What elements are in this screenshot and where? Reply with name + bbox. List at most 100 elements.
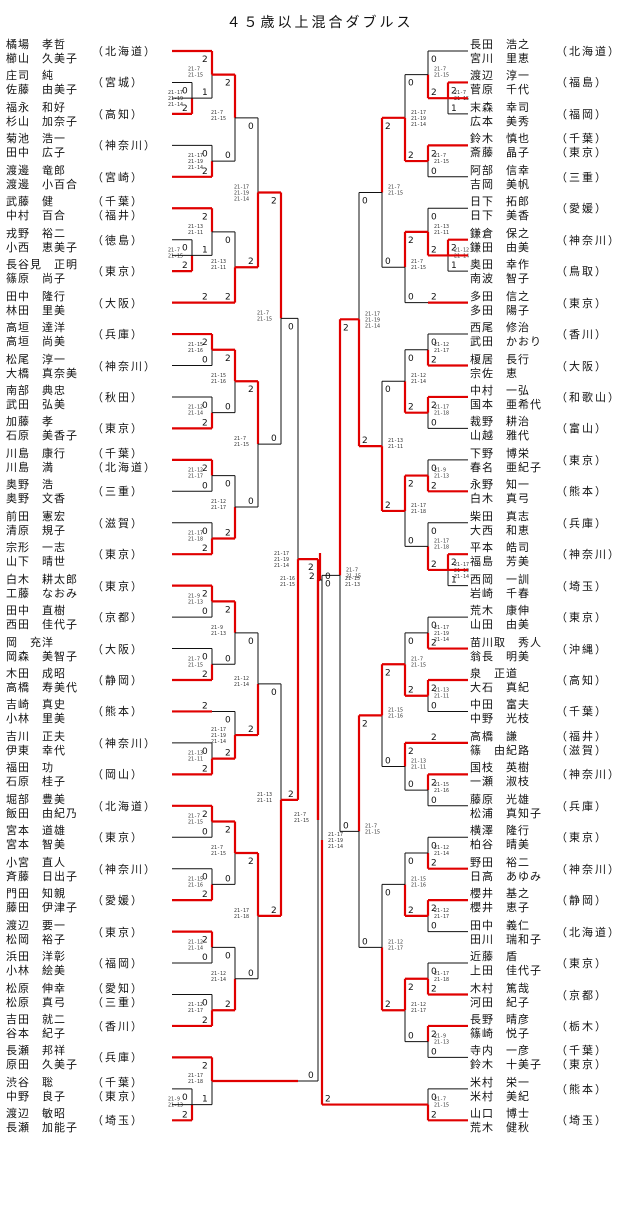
player-name: 櫛山 久美子 [6, 52, 78, 65]
left-entry: 渋谷 聡中野 良子（千葉）（東京） [6, 1074, 170, 1106]
game-count: 0 [431, 527, 437, 537]
left-entry: 高垣 達洋高垣 尚美（兵庫） [6, 319, 170, 351]
right-entry: 田中 義仁田川 瑞和子（北海道） [470, 917, 636, 949]
player-name: 前田 憲宏 [6, 509, 66, 523]
game-count: 2 [202, 1016, 208, 1026]
left-entry: 川島 康行川島 満（千葉）（北海道） [6, 445, 170, 477]
game-score: 21-17 [274, 551, 289, 557]
player-name: 篠崎 悦子 [470, 1026, 530, 1040]
player-name: 戎野 裕二 [6, 226, 66, 240]
game-score: 21-14 [365, 323, 380, 329]
prefecture-label: （東京） [92, 831, 144, 845]
prefecture-label: （富山） [556, 422, 608, 436]
game-count: 1 [451, 261, 457, 271]
prefecture-label: （岡山） [92, 768, 144, 782]
player-name: 高垣 尚美 [6, 335, 66, 349]
player-name: 大石 真紀 [470, 681, 530, 694]
player-name: 高橋 寿美代 [6, 681, 78, 694]
game-score: 21-13 [411, 758, 426, 764]
prefecture-label: （東京） [92, 548, 144, 562]
player-name: 吉川 正夫 [6, 729, 66, 743]
left-entry: 長瀬 邦祥原田 久美子（兵庫） [6, 1042, 170, 1074]
game-count: 2 [385, 1000, 391, 1010]
game-score: 21-17 [434, 348, 449, 354]
game-count: 2 [225, 354, 231, 364]
player-name: 南部 典忠 [6, 383, 66, 397]
game-count: 0 [225, 480, 231, 490]
game-score: 21-15 [345, 576, 360, 582]
game-count: 2 [431, 639, 437, 649]
player-name: 渋谷 聡 [6, 1075, 54, 1089]
player-name: 榎居 長行 [470, 352, 530, 366]
left-entry: 戎野 裕二小西 恵美子（徳島） [6, 225, 170, 257]
player-name: 庄司 純 [6, 69, 54, 83]
game-score: 21-7 [168, 247, 180, 253]
game-count: 2 [248, 385, 254, 395]
right-entry: 米村 栄一米村 美紀（熊本） [470, 1074, 636, 1106]
game-score: 21-19 [234, 191, 249, 197]
game-score: 21-15 [188, 820, 203, 826]
game-score: 21-15 [211, 851, 226, 857]
game-score: 21-19 [168, 96, 183, 102]
game-count: 2 [225, 826, 231, 836]
game-score: 21-7 [188, 67, 200, 73]
player-name: 藤田 伊津子 [6, 901, 78, 915]
game-count: 2 [271, 906, 277, 916]
game-score: 21-14 [211, 739, 226, 745]
player-name: 門田 知親 [6, 887, 66, 901]
player-name: 下野 博栄 [470, 446, 530, 460]
game-count: 2 [202, 936, 208, 946]
prefecture-label: （北海道） [556, 45, 621, 58]
player-name: 福島 芳美 [470, 555, 530, 569]
game-count: 0 [431, 418, 437, 428]
game-score: 21-7 [388, 185, 400, 191]
player-name: 渡邊 小百合 [6, 177, 78, 191]
game-count: 2 [408, 236, 414, 246]
game-count: 2 [385, 501, 391, 511]
game-count: 0 [431, 621, 437, 631]
player-name: 奥田 幸作 [470, 258, 530, 272]
game-score: 21-7 [411, 656, 423, 662]
prefecture-label: （大阪） [92, 296, 144, 310]
player-name: 国本 亜希代 [470, 397, 542, 411]
left-entry: 長谷見 正明篠原 尚子（東京） [6, 256, 170, 288]
game-score: 21-9 [188, 593, 200, 599]
game-count: 0 [431, 167, 437, 177]
game-score: 21-12 [434, 908, 449, 914]
player-name: 寺内 一彦 [470, 1044, 530, 1058]
game-score: 21-14 [211, 977, 226, 983]
player-name: 木田 成昭 [6, 667, 66, 680]
game-score: 21-13 [168, 1103, 183, 1109]
game-score: 21-17 [411, 110, 426, 116]
game-score: 21-17 [411, 1008, 426, 1014]
player-name: 裁野 耕治 [470, 415, 530, 429]
game-count: 0 [408, 536, 414, 546]
game-score: 21-19 [365, 317, 380, 323]
game-score: 21-16 [188, 348, 203, 354]
page-title: ４５歳以上混合ダブルス [226, 15, 414, 31]
game-score: 21-14 [168, 102, 183, 108]
game-score: 21-7 [346, 567, 358, 573]
prefecture-label: （神奈川） [92, 862, 157, 876]
game-score: 21-7 [454, 90, 466, 96]
game-score: 21-18 [411, 509, 426, 515]
prefecture-label: （兵庫） [92, 328, 144, 342]
prefecture-label: （熊本） [92, 705, 144, 719]
final-score-right: 0 [325, 572, 331, 582]
game-count: 2 [202, 293, 208, 303]
game-count: 2 [225, 605, 231, 615]
game-count: 0 [202, 356, 208, 366]
game-score: 21-12 [211, 499, 226, 505]
game-score: 21-14 [234, 682, 249, 688]
game-count: 0 [271, 434, 277, 444]
player-name: 渡邊 竜郎 [6, 163, 66, 177]
game-score: 21-14 [434, 637, 449, 643]
left-entry: 渡辺 敏昭長瀬 加能子（埼玉） [6, 1105, 170, 1137]
game-score: 21-15 [411, 876, 426, 882]
game-score: 21-12 [434, 845, 449, 851]
player-name: 佐藤 由美子 [6, 83, 78, 97]
prefecture-label: （静岡） [556, 894, 608, 908]
prefecture-label: （東京） [556, 296, 608, 310]
game-count: 2 [431, 245, 437, 255]
game-score: 21-17 [328, 832, 343, 838]
